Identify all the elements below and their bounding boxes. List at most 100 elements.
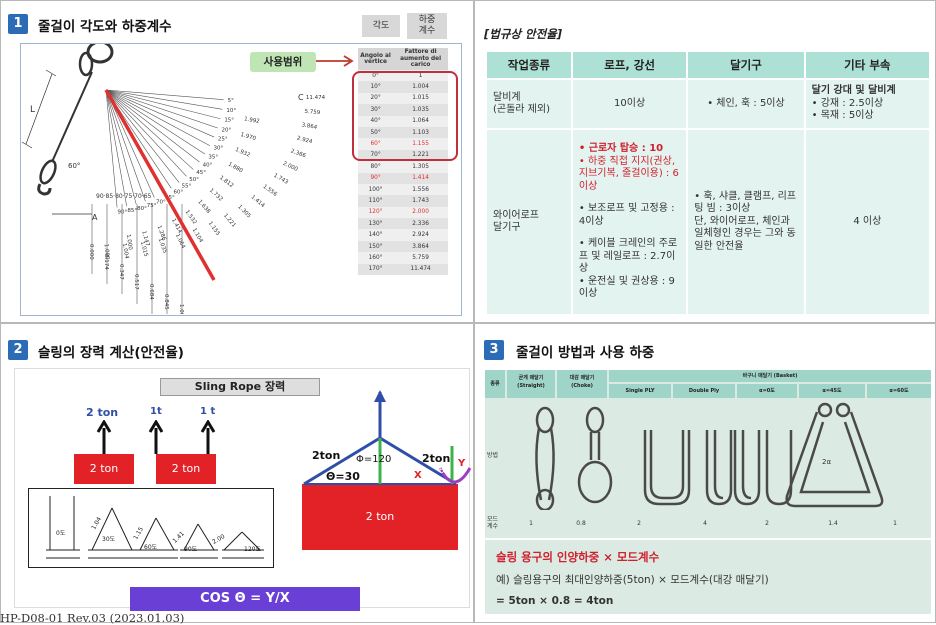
- fan-radial-value: 1.970: [240, 132, 257, 142]
- factor-cell: 1.305: [393, 161, 448, 173]
- load-tag: 하중 계수: [407, 13, 447, 39]
- factor-cell: 1.414: [393, 172, 448, 184]
- basket-table: 종류 곧게 매달기 (Straight) 대감 매달기 (Choke) 바구니 …: [485, 370, 931, 538]
- fan-radial-value: 1.732: [208, 188, 224, 203]
- row1-other-2: • 목재 : 5이상: [811, 110, 874, 122]
- fan-outer-value: 1.414: [250, 194, 266, 209]
- rope-line: [51, 71, 93, 163]
- angle-row: 120°2.000: [358, 206, 448, 219]
- fan-outer-value: 1.305: [236, 204, 252, 220]
- factor-col-head: Fattore di aumento del carico: [393, 48, 448, 70]
- fan-line: [105, 89, 211, 147]
- right-top-label: 1 t: [200, 406, 216, 417]
- fan-outer-value: 1.015: [139, 241, 149, 258]
- fan-line: [105, 89, 224, 100]
- tri-left-label: 2ton: [312, 449, 341, 462]
- factor-cell: 2.000: [393, 206, 448, 219]
- fan-line: [105, 89, 180, 183]
- mode-value: 1.4: [828, 520, 838, 527]
- factor-cell: 1.221: [393, 149, 448, 162]
- sketch-label-60: 60도: [144, 544, 158, 551]
- angle-row: 140°2.924: [358, 229, 448, 241]
- fan-line: [105, 89, 137, 205]
- fan-angle-label: 20°: [221, 127, 231, 133]
- col-hook: 달기구: [686, 50, 806, 80]
- phi-label: Φ=120: [356, 454, 392, 465]
- mode-value: 2: [765, 520, 769, 527]
- mode-value: 0.8: [576, 520, 586, 527]
- section-title: 슬링의 장력 계산(안전율): [38, 345, 184, 361]
- drop-value: 0.684: [148, 284, 154, 300]
- fan-angle-label: 60°: [174, 190, 184, 196]
- fan-line: [105, 89, 200, 163]
- fan-line: [105, 89, 223, 110]
- fan-line: [105, 89, 146, 202]
- angle-row: 50°1.103: [358, 126, 448, 139]
- sling-methods-illustration: [535, 402, 884, 510]
- fan-angle-label: 80°: [137, 206, 147, 212]
- angle-row: 170°11.474: [358, 263, 448, 276]
- angle-cell: 0°: [358, 70, 394, 82]
- fan-angle-label: 45°: [196, 170, 206, 176]
- row1-other: 달기 강대 및 달비계 • 강재 : 2.5이상 • 목재 : 5이상: [803, 78, 932, 130]
- fan-outer-value: 5.759: [304, 109, 321, 116]
- angle-sketch-drawing: [46, 496, 264, 559]
- factor-cell: 1.064: [393, 115, 448, 127]
- fan-angle-label: 50°: [189, 177, 199, 183]
- use-range-badge: 사용범위: [250, 52, 316, 72]
- angle-row: 110°1.743: [358, 195, 448, 207]
- angle-cell: 130°: [358, 218, 394, 230]
- factor-cell: 3.864: [393, 240, 448, 253]
- angle-cell: 120°: [358, 206, 394, 219]
- fan-line: [105, 89, 215, 138]
- row-mode: 모드 계수: [487, 516, 499, 530]
- row2-rope-3: • 보조로프 및 고정용 : 4이상: [578, 203, 675, 227]
- fan-radial-value: 1.000: [125, 234, 133, 251]
- angle-cell: 150°: [358, 240, 394, 253]
- section-title: 줄걸이 각도와 하중계수: [38, 19, 172, 35]
- cos-formula: COS Θ = Y/X: [130, 587, 360, 611]
- row2-rope-1: • 근로자 탑승 : 10: [578, 143, 664, 155]
- fan-line: [105, 89, 118, 208]
- fan-outer-value: 1.221: [222, 213, 237, 229]
- fan-angle-label: 55°: [182, 184, 192, 190]
- fan-outer-value: 1.004: [121, 243, 130, 260]
- fan-angle-label: 40°: [203, 162, 213, 168]
- angle-cell: 160°: [358, 252, 394, 264]
- drop-value: 0.347: [118, 264, 124, 280]
- lift-arrows: [96, 420, 216, 454]
- use-range-outline: [352, 71, 458, 161]
- left-top-label: 2 ton: [86, 406, 119, 419]
- fan-outer-value: 1.035: [157, 237, 168, 254]
- mode-value: 1: [893, 520, 897, 527]
- row2-rope-5: • 운전실 및 권상용 : 9이상: [578, 275, 675, 300]
- factor-cell: 1.035: [393, 104, 448, 116]
- drop-value: 0.517: [133, 274, 139, 290]
- fan-outer-value: 1.000: [103, 244, 110, 261]
- factor-cell: 1.103: [393, 126, 448, 139]
- sub-alpha45: α=45도: [799, 384, 865, 398]
- sub-double: Double Ply: [673, 384, 735, 398]
- fan-radial-value: 1.147: [140, 230, 150, 247]
- section-title: 줄걸이 방법과 사용 하중: [516, 345, 655, 361]
- angle-diagram: L 60° C A 90·85·80·75·70·65 5°10°15°20°2…: [22, 44, 326, 314]
- head-choke: 대감 매달기 (Choke): [557, 370, 607, 398]
- row1-hook: • 체인, 훅 : 5이상: [686, 78, 806, 130]
- fan-line: [105, 89, 194, 170]
- angle-row: 130°2.336: [358, 218, 448, 230]
- row1-other-1: • 강재 : 2.5이상: [811, 97, 884, 109]
- angle-cell: 20°: [358, 92, 394, 105]
- row1-other-title: 달기 강대 및 달비계: [811, 85, 896, 97]
- section-number: 3: [484, 340, 504, 360]
- drop-value: 0.174: [103, 254, 109, 270]
- angle-cell: 70°: [358, 149, 394, 162]
- fan-angle-label: 30°: [214, 146, 224, 152]
- highlight-line: [104, 89, 216, 281]
- factor-cell: 1.015: [393, 92, 448, 105]
- row2-rope: • 근로자 탑승 : 10 • 하중 직접 지지(권상, 지브기복, 줄걸이용)…: [570, 128, 689, 316]
- factor-cell: 1: [393, 70, 448, 82]
- head-straight: 곧게 매달기 (Straight): [507, 370, 555, 398]
- law-title: [법규상 안전율]: [484, 27, 562, 41]
- alpha-label: 2α: [822, 458, 832, 466]
- fan-radial-value: 1.286: [155, 225, 167, 242]
